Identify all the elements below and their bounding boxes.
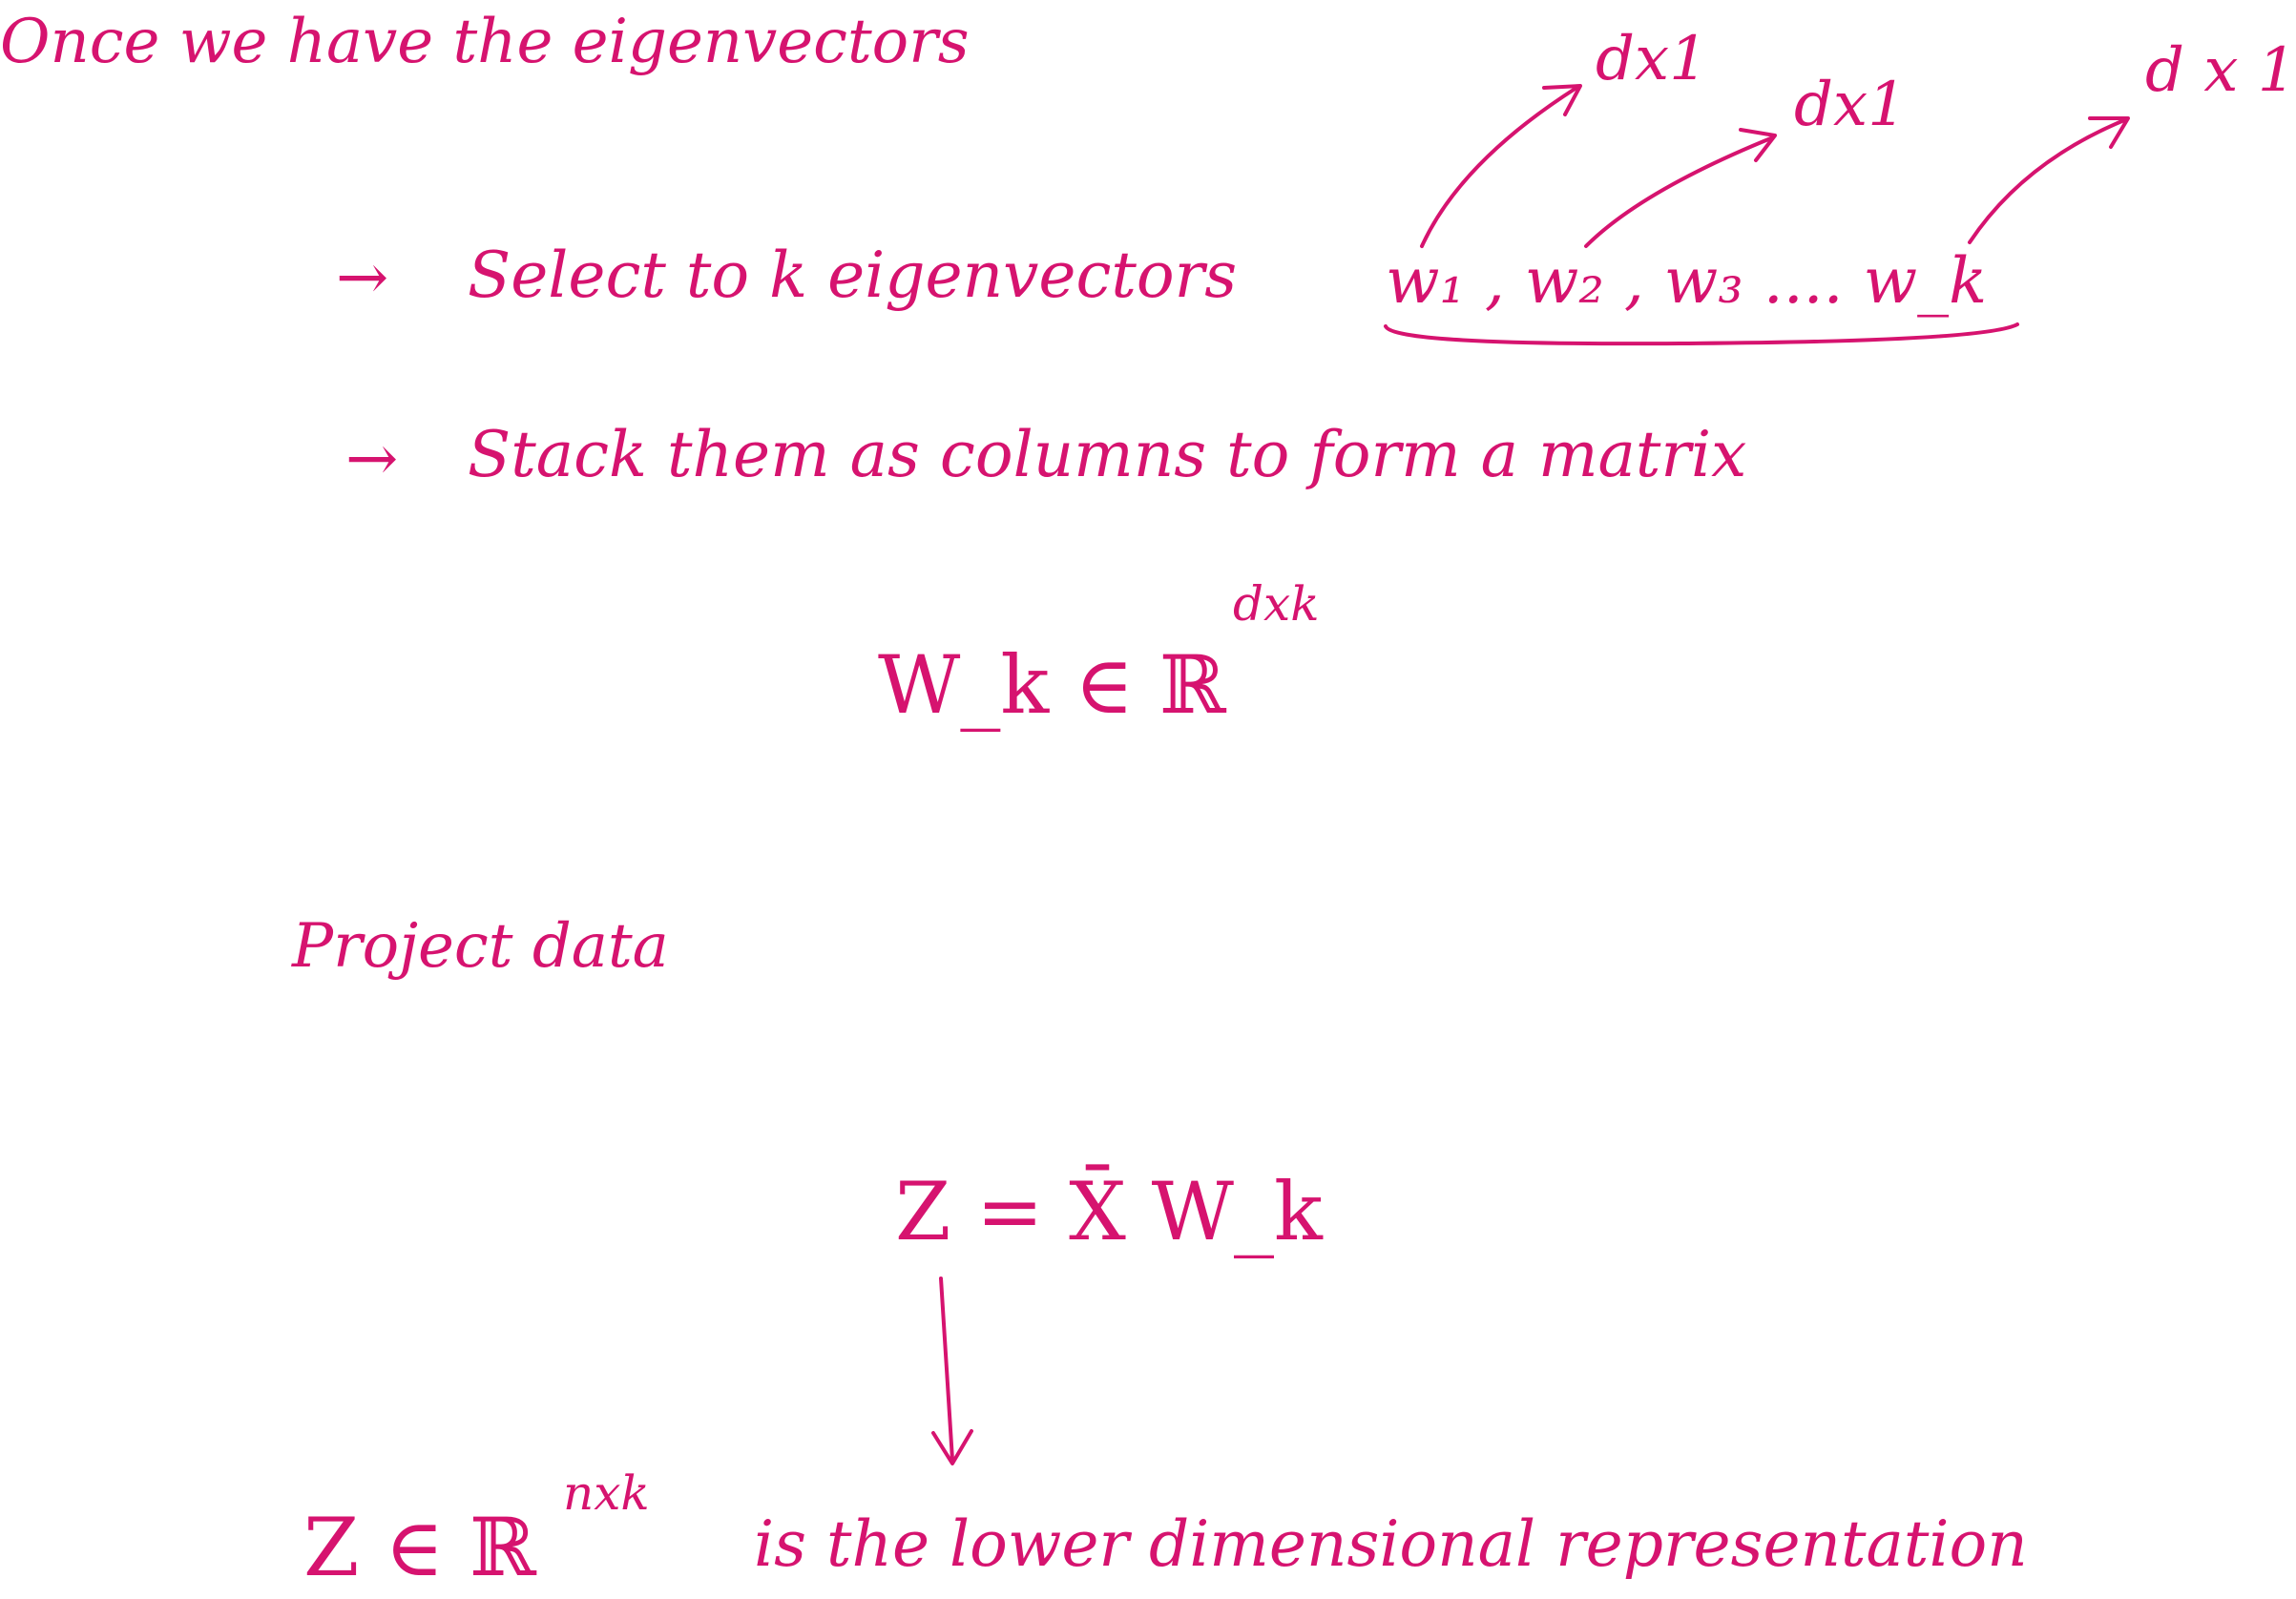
- matrix-dimension-superscript: dxk: [1233, 576, 1320, 632]
- heading-text: Once we have the eigenvectors: [0, 7, 970, 77]
- arrow-w1: [1420, 86, 1578, 248]
- dim-label-wk: d x 1: [2145, 35, 2296, 106]
- arrow-w2: [1584, 135, 1775, 248]
- step2-arrow: →: [345, 422, 399, 495]
- dim-label-w1: dx1: [1596, 24, 1708, 94]
- step2-text: Stack them as columns to form a matrix: [468, 418, 1747, 491]
- arrow-w1-head: [1542, 84, 1582, 116]
- result-description: is the lower dimensional representation: [754, 1507, 2028, 1581]
- step1-text: Select to k eigenvectors: [468, 239, 1238, 312]
- section-project-data: Project data: [292, 911, 669, 982]
- projection-equation: Z = X̄ W_k: [895, 1165, 1323, 1258]
- step1-arrow: →: [336, 240, 389, 314]
- eigenvector-underline: [1384, 322, 2019, 346]
- arrow-w2-head: [1739, 128, 1777, 162]
- eigenvector-list: w₁ , w₂ , w₃ .... w_k: [1386, 244, 1988, 318]
- down-arrow-head: [931, 1429, 973, 1465]
- result-expression: Z ∈ ℝ: [303, 1501, 536, 1594]
- matrix-definition: W_k ∈ ℝ: [878, 638, 1226, 732]
- dim-label-w2: dx1: [1794, 70, 1907, 140]
- result-dimension-superscript: nxk: [563, 1465, 650, 1521]
- down-arrow: [939, 1277, 954, 1462]
- arrow-wk: [1968, 118, 2126, 244]
- arrow-wk-head: [2088, 116, 2130, 149]
